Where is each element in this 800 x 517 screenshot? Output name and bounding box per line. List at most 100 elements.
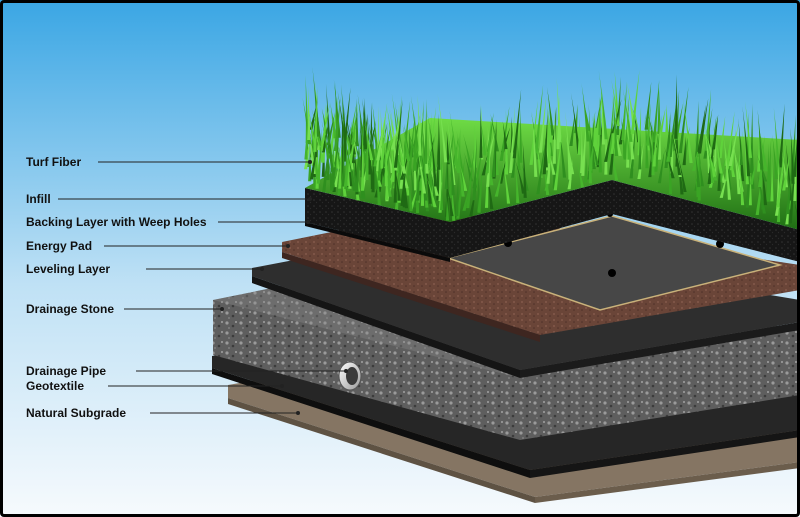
grass-blade [739,136,743,165]
grass-blade [569,113,575,146]
grass-blade [437,113,441,170]
grass-blade [610,107,618,154]
grass-blade [512,89,522,159]
grass-blade [544,162,552,191]
grass-blade [344,120,354,155]
grass-blade [538,95,547,153]
grass-blade [756,154,768,182]
grass-blade [481,123,487,156]
grass-blade [346,148,356,191]
label-energy-pad: Energy Pad [26,239,93,253]
grass-blade [403,146,408,175]
grass-blade [695,100,699,157]
grass-blade [438,146,442,202]
grass-blade [304,117,308,160]
grass-blade [333,161,340,188]
turf-fiber-layer [302,66,800,230]
grass-blade [703,128,714,158]
grass-blade [477,162,483,213]
grass-blade [321,108,328,134]
grass-blade [547,108,553,143]
grass-blade [623,95,630,160]
grass-blade [350,113,357,145]
label-geotextile: Geotextile [26,379,85,393]
grass-blade [629,118,637,179]
grass-blade [372,101,380,159]
grass-blade [793,133,797,202]
grass-blade [312,66,321,137]
grass-blade [367,117,378,172]
grass-blade [536,139,546,195]
grass-blade [326,112,336,146]
grass-blade [682,96,693,163]
grass-blade [463,133,473,168]
grass-blade [542,108,548,175]
grass-blade [657,81,661,134]
grass-blade [491,121,497,178]
grass-blade [666,114,671,152]
grass-blade [732,132,741,195]
grass-blade [778,103,785,168]
grass-blade [396,134,406,167]
grass-blade [357,94,366,151]
grass-blade [486,139,491,187]
grass-blade [719,172,728,198]
grass-blade [757,109,764,170]
grass-blade [321,120,330,153]
grass-blade [573,104,578,134]
grass-blade [588,136,594,171]
grass-blade [588,123,596,170]
weep-hole [608,269,616,277]
grass-blade [652,129,657,167]
grass-blade [515,159,526,194]
grass-blade [333,79,341,138]
grass-blade [748,171,752,206]
grass-blade [426,132,436,170]
grass-blade [314,126,318,158]
grass-blade [745,150,751,208]
grass-blade [546,141,552,184]
grass-blade [472,138,477,201]
grass-blade [674,74,678,139]
grass-blade [772,134,778,179]
grass-blade [547,107,552,164]
drainage-pipe [338,361,362,391]
grass-blade [671,126,682,177]
grass-blade [393,99,403,168]
grass-blade [711,114,719,150]
grass-blade [315,132,325,163]
infill-layer [305,180,800,262]
grass-blade [788,155,796,224]
grass-blade [718,156,727,183]
grass-blade [654,115,662,172]
grass-blade [384,126,388,187]
grass-blade [593,112,597,147]
grass-blade [652,80,660,143]
grass-blade [658,108,666,138]
grass-blade [637,141,644,179]
grass-blade [644,81,652,130]
grass-blade [570,93,581,154]
grass-blade [485,116,492,174]
grass-blade [410,95,420,158]
grass-blade [456,127,461,173]
grass-blade [469,183,477,217]
grass-blade [729,129,736,171]
grass-blade [307,86,311,140]
grass-blade [463,151,473,182]
grass-blade [430,164,437,209]
grass-blade [782,153,790,191]
grass-blade [415,159,420,201]
grass-blade [682,126,690,165]
grass-blade [725,111,735,169]
grass-blade [534,84,544,154]
grass-blade [429,157,433,197]
grass-blade [444,156,448,190]
grass-blade [581,83,590,142]
grass-blade [456,155,466,219]
grass-blade [576,161,585,188]
grass-blade [373,127,384,167]
grass-blade [598,70,608,140]
grass-blade [533,124,543,178]
grass-blade [742,106,751,177]
